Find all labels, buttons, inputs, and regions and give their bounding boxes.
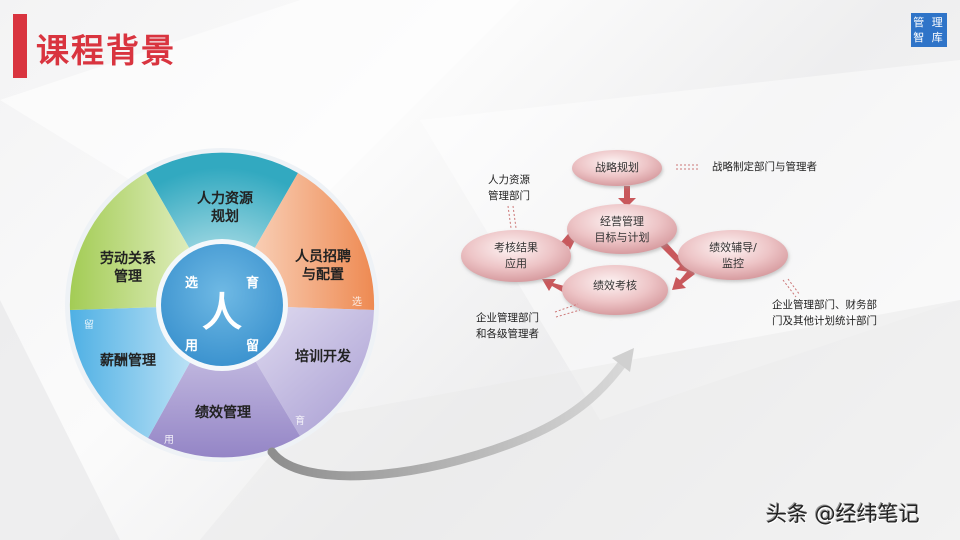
node-coaching: [678, 230, 788, 280]
node-appraisal: [562, 265, 668, 315]
node-business-goals: [567, 204, 677, 254]
segment-label-recruiting: 人员招聘与配置: [295, 249, 351, 283]
wheel-core: [161, 244, 283, 366]
note-enterprise-managers: 企业管理部门和各级管理者: [476, 312, 539, 340]
segment-label-compensation: 薪酬管理: [100, 353, 156, 369]
edge-word-recruiting: 选: [352, 297, 362, 308]
core-word-develop: 育: [246, 276, 260, 291]
edge-word-performance: 用: [164, 435, 174, 446]
node-label-strategy: 战略规划: [595, 161, 639, 174]
core-word-retain: 留: [246, 339, 260, 354]
core-word-use: 用: [185, 339, 199, 354]
node-label-result-application: 考核结果应用: [494, 241, 538, 270]
edge-word-training: 育: [295, 416, 305, 427]
segment-label-performance: 绩效管理: [195, 405, 251, 421]
segment-label-hr-planning: 人力资源规划: [197, 191, 253, 225]
watermark: 头条 @经纬笔记: [766, 502, 920, 526]
node-label-appraisal: 绩效考核: [593, 279, 637, 292]
node-result-application: [461, 230, 571, 282]
core-word-select: 选: [185, 276, 199, 291]
page-title: 课程背景: [36, 31, 176, 70]
segment-label-labor-relations: 劳动关系管理: [100, 251, 156, 285]
note-hr-department: 人力资源管理部门: [488, 174, 530, 202]
note-strategy-owner: 战略制定部门与管理者: [712, 161, 817, 173]
title-accent-bar: [13, 14, 27, 78]
brand-logo: 管 理 智 库: [911, 13, 947, 47]
arrow-head: [612, 348, 634, 372]
core-center-char: 人: [202, 290, 242, 336]
segment-performance: [148, 305, 300, 458]
node-label-business-goals: 经营管理目标与计划: [594, 215, 650, 244]
note-finance-departments: 企业管理部门、财务部门及其他计划统计部门: [772, 299, 877, 327]
segment-hr-planning: [146, 152, 298, 305]
edge-word-compensation: 留: [84, 320, 94, 331]
node-label-coaching: 绩效辅导/监控: [709, 241, 757, 270]
node-strategy: [572, 150, 662, 186]
segment-label-training: 培训开发: [295, 349, 351, 365]
